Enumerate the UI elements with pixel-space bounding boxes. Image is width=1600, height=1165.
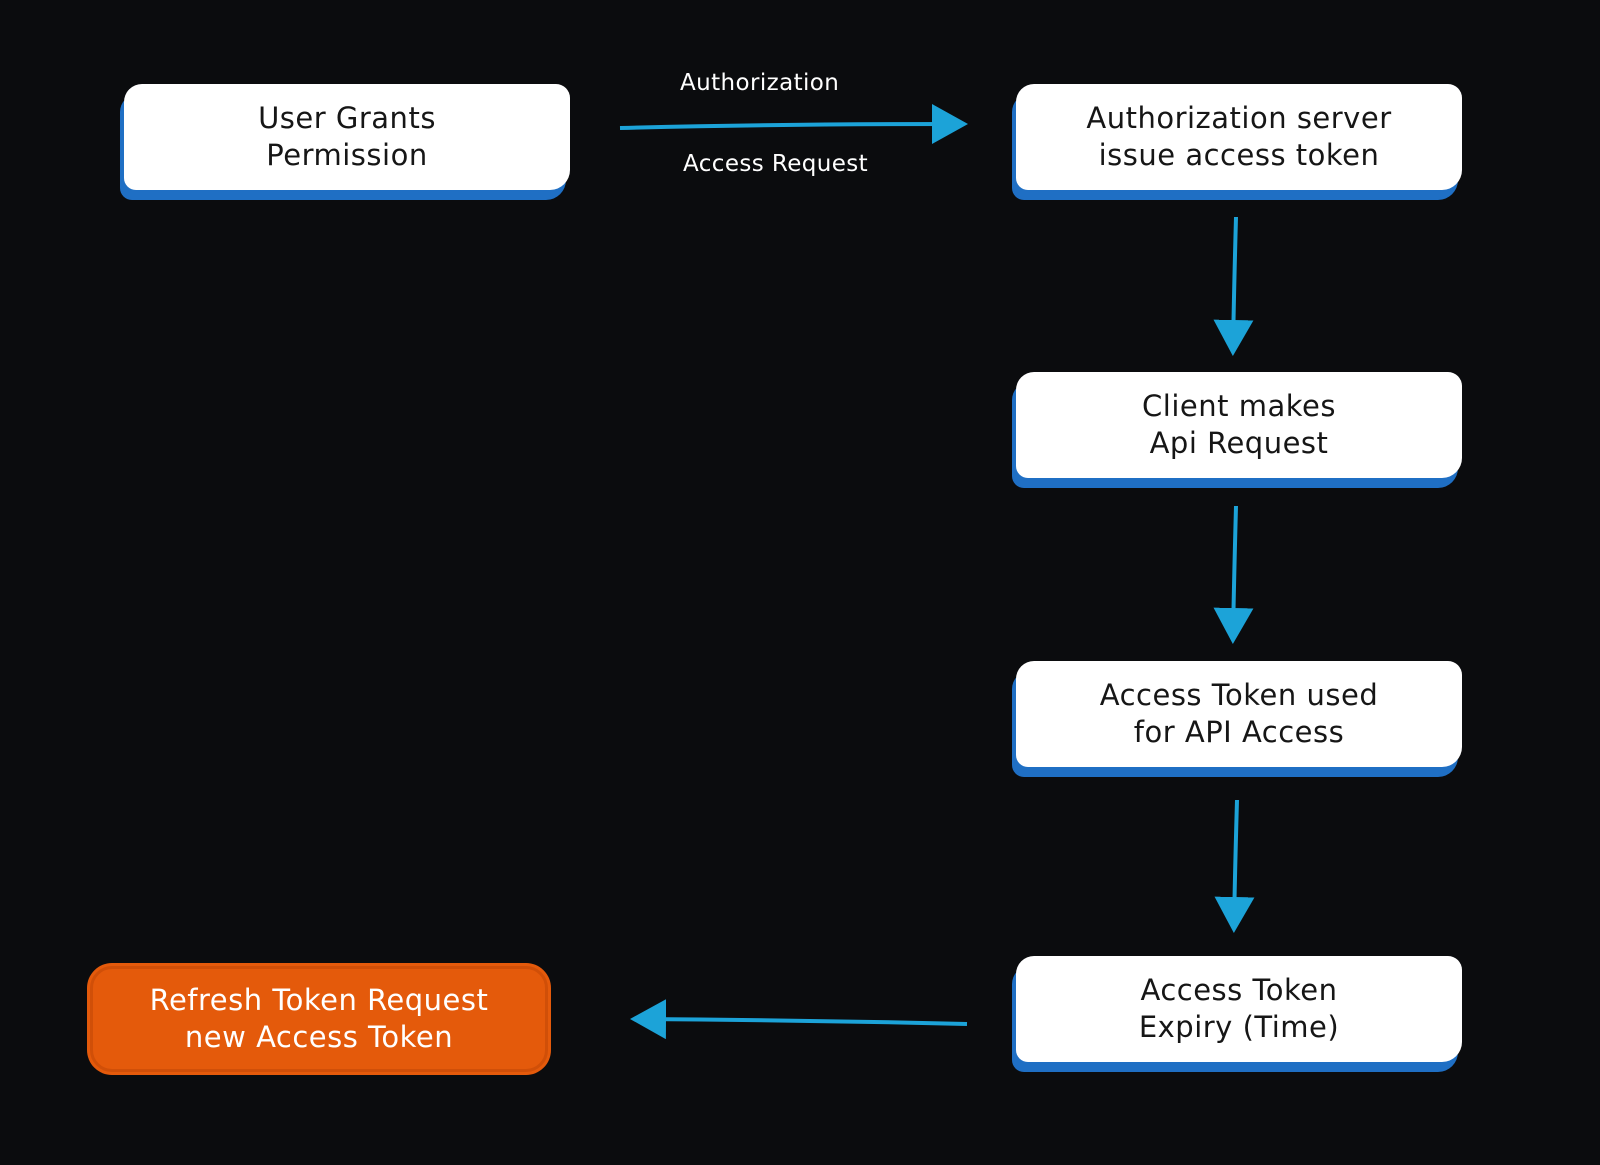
node-label-line: new Access Token	[184, 1020, 454, 1054]
node-label-line: Client makes	[1142, 389, 1336, 423]
node-label-line: Permission	[266, 138, 428, 172]
node-label-line: Access Token	[1140, 973, 1338, 1007]
node-label-line: Expiry (Time)	[1138, 1010, 1340, 1044]
node-user-grants-permission[interactable]: User Grants Permission	[124, 84, 570, 190]
node-label-line: Access Token used	[1099, 678, 1379, 712]
arrow-expiry-to-refresh	[630, 999, 968, 1040]
node-label-line: for API Access	[1133, 715, 1345, 749]
arrow-token-used-to-expiry	[1214, 799, 1255, 933]
node-client-api-request[interactable]: Client makes Api Request	[1016, 372, 1462, 478]
node-label-line: User Grants	[258, 101, 436, 135]
node-access-token-used[interactable]: Access Token used for API Access	[1016, 661, 1462, 767]
node-label-line: Authorization server	[1086, 101, 1392, 135]
arrow-grant-to-server	[619, 104, 968, 145]
edge-label-authorization: Authorization	[680, 70, 840, 96]
node-refresh-token-request[interactable]: Refresh Token Request new Access Token	[90, 966, 548, 1072]
node-label-line: Api Request	[1149, 426, 1329, 460]
edge-label-access-request: Access Request	[683, 151, 869, 177]
arrow-client-to-token-used	[1213, 505, 1254, 644]
node-label-line: issue access token	[1098, 138, 1380, 172]
arrow-server-to-client	[1213, 216, 1254, 356]
node-access-token-expiry[interactable]: Access Token Expiry (Time)	[1016, 956, 1462, 1062]
node-label-line: Refresh Token Request	[149, 983, 489, 1017]
node-authorization-server[interactable]: Authorization server issue access token	[1016, 84, 1462, 190]
